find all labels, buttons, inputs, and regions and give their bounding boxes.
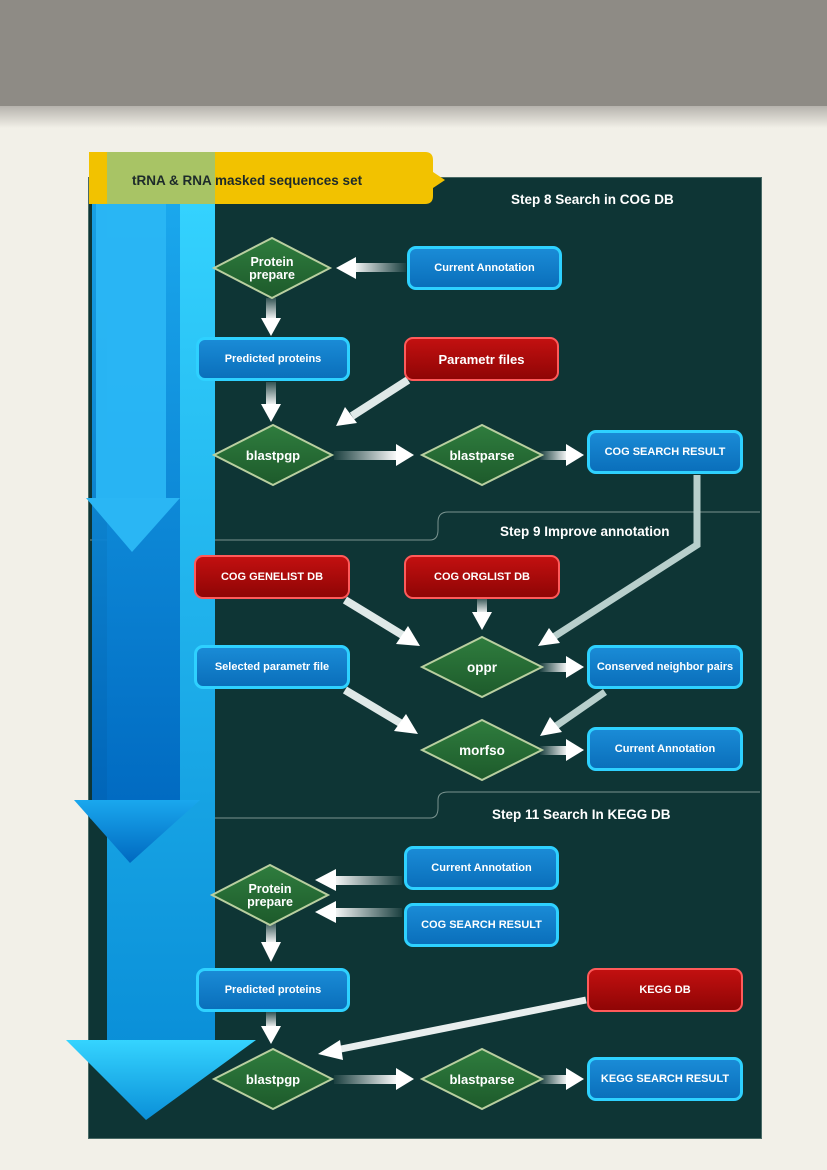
cog-genelist-db-node[interactable]: COG GENELIST DB — [194, 555, 350, 599]
arrow-cog-genelist-to-oppr — [342, 596, 420, 646]
step8-title: Step 8 Search in COG DB — [511, 192, 674, 207]
step11-title: Step 11 Search In KEGG DB — [492, 807, 671, 822]
predicted-proteins-node-2[interactable]: Predicted proteins — [196, 968, 350, 1012]
arrow-predicted-proteins-to-blastpgp-2 — [261, 1012, 281, 1044]
arrow-predicted-proteins-to-blastpgp — [261, 382, 281, 422]
cog-search-result-node[interactable]: COG SEARCH RESULT — [587, 430, 743, 474]
blastpgp-2-label: blastpgp — [246, 1072, 300, 1087]
step9-title: Step 9 Improve annotation — [500, 524, 670, 539]
arrow-protein-prepare-to-predicted-proteins-2 — [261, 922, 281, 962]
protein-prepare-2-label-line2: prepare — [247, 895, 293, 909]
blastparse-label: blastparse — [449, 448, 514, 463]
arrow-selected-file-to-morfso — [342, 686, 418, 734]
kegg-search-result-node[interactable]: KEGG SEARCH RESULT — [587, 1057, 743, 1101]
header-shadow — [0, 106, 827, 128]
morfso-decision[interactable]: morfso — [419, 718, 545, 782]
cog-search-result-node-2[interactable]: COG SEARCH RESULT — [404, 903, 559, 947]
arrow-morfso-to-current-annotation — [540, 739, 584, 761]
arrow-cog-search-result-to-protein-prepare — [315, 901, 402, 923]
arrow-parametr-files-to-blastpgp — [336, 376, 411, 426]
morfso-label: morfso — [459, 743, 505, 758]
conserved-neighbor-pairs-node[interactable]: Conserved neighbor pairs — [587, 645, 743, 689]
kegg-db-node[interactable]: KEGG DB — [587, 968, 743, 1012]
current-annotation-node[interactable]: Current Annotation — [407, 246, 562, 290]
blastparse-2-label: blastparse — [449, 1072, 514, 1087]
arrow-cog-search-result-to-oppr — [538, 475, 701, 646]
section-divider-step9 — [90, 511, 760, 541]
protein-prepare-label-line2: prepare — [249, 268, 295, 282]
arrow-oppr-to-conserved-pairs — [540, 656, 584, 678]
current-annotation-node-2[interactable]: Current Annotation — [587, 727, 743, 771]
step8-flow-arrow — [86, 180, 180, 552]
selected-parametr-file-node[interactable]: Selected parametr file — [194, 645, 350, 689]
current-annotation-node-3[interactable]: Current Annotation — [404, 846, 559, 890]
cog-orglist-db-node[interactable]: COG ORGLIST DB — [404, 555, 560, 599]
blastpgp-decision-2[interactable]: blastpgp — [211, 1047, 335, 1111]
blastparse-decision[interactable]: blastparse — [419, 423, 545, 487]
arrow-cog-orglist-to-oppr — [472, 598, 492, 630]
section-divider-step11 — [90, 791, 760, 819]
arrow-kegg-db-to-blastpgp — [318, 996, 587, 1060]
protein-prepare-decision-2[interactable]: Protein prepare — [209, 863, 331, 927]
arrow-blastpgp-to-blastparse-2 — [334, 1068, 414, 1090]
blastpgp-label: blastpgp — [246, 448, 300, 463]
arrow-conserved-pairs-to-morfso — [540, 689, 607, 736]
header-bar — [0, 0, 827, 110]
parametr-files-node[interactable]: Parametr files — [404, 337, 559, 381]
arrow-current-annotation-to-protein-prepare-2 — [315, 869, 402, 891]
arrow-blastparse-to-kegg-result — [540, 1068, 584, 1090]
arrow-current-annotation-to-protein-prepare — [336, 257, 406, 279]
arrow-blastparse-to-cog-search-result — [540, 444, 584, 466]
oppr-decision[interactable]: oppr — [419, 635, 545, 699]
blastparse-decision-2[interactable]: blastparse — [419, 1047, 545, 1111]
protein-prepare-label-line1: Protein — [250, 255, 293, 269]
protein-prepare-decision[interactable]: Protein prepare — [211, 236, 333, 300]
predicted-proteins-node[interactable]: Predicted proteins — [196, 337, 350, 381]
blastpgp-decision[interactable]: blastpgp — [211, 423, 335, 487]
oppr-label: oppr — [467, 660, 498, 675]
protein-prepare-2-label-line1: Protein — [248, 882, 291, 896]
arrow-blastpgp-to-blastparse — [334, 444, 414, 466]
arrow-protein-prepare-to-predicted-proteins — [261, 298, 281, 336]
input-banner — [89, 152, 445, 204]
banner-label: tRNA & RNA masked sequences set — [132, 173, 363, 188]
